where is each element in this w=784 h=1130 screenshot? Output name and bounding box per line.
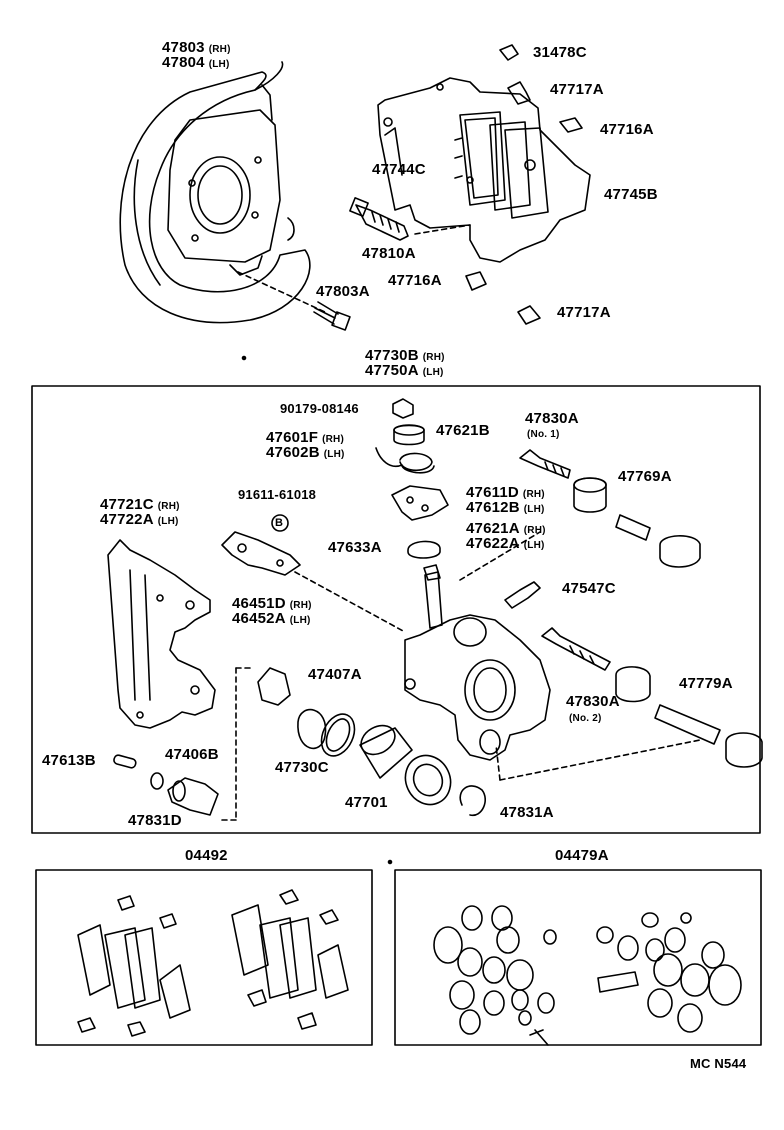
bracket-46451d-drawing (221, 531, 301, 576)
label-31478c: 31478C (533, 44, 587, 61)
label-47722a: 47722A(LH) (100, 511, 179, 528)
label-47803: 47803(RH) (162, 39, 231, 56)
label-47613b: 47613B (42, 752, 96, 769)
label-47407a: 47407A (308, 666, 362, 683)
mark-b: B (275, 517, 284, 529)
label-47611d: 47611D(RH) (466, 484, 545, 501)
caliper-body-drawing (404, 614, 551, 761)
kit-04492-border (35, 869, 373, 1046)
label-47769a: 47769A (618, 468, 672, 485)
label-47831a: 47831A (500, 804, 554, 821)
pin-no2-drawing (541, 627, 763, 768)
label-04479a: 04479A (555, 847, 609, 864)
label-47716a-top: 47716A (600, 121, 654, 138)
label-47621b: 47621B (436, 422, 490, 439)
kit-04479a-drawing (433, 905, 742, 1046)
label-47830a-no1: 47830A (525, 410, 579, 427)
label-47750a: 47750A(LH) (365, 362, 444, 379)
label-04492: 04492 (185, 847, 228, 864)
kit-04479a-border (394, 869, 762, 1046)
small-parts-left-drawing (113, 754, 219, 816)
label-47830a-no2: 47830A (566, 693, 620, 710)
label-47717a-bottom: 47717A (557, 304, 611, 321)
label-47831d: 47831D (128, 812, 182, 829)
label-91611-61018: 91611-61018 (238, 487, 317, 502)
label-47601f: 47601F(RH) (266, 429, 344, 446)
label-47730c: 47730C (275, 759, 329, 776)
label-47701: 47701 (345, 794, 388, 811)
label-47622a: 47622A(LH) (466, 535, 545, 552)
label-47633a: 47633A (328, 539, 382, 556)
label-47717a-top: 47717A (550, 81, 604, 98)
label-47721c: 47721C(RH) (100, 496, 180, 513)
label-47804: 47804(LH) (162, 54, 230, 71)
label-47716a-bottom: 47716A (388, 272, 442, 289)
note-47830a-no2: (No. 2) (569, 713, 602, 724)
pin-no1-drawing (519, 449, 701, 568)
kit-04492-drawing (77, 889, 349, 1037)
label-46452a: 46452A(LH) (232, 610, 311, 627)
caliper-group-border (31, 385, 761, 834)
label-47602b: 47602B(LH) (266, 444, 345, 461)
note-47830a-no1: (No. 1) (527, 429, 560, 440)
label-47803a: 47803A (316, 283, 370, 300)
label-47547c: 47547C (562, 580, 616, 597)
label-47810a: 47810A (362, 245, 416, 262)
clips-drawing (349, 44, 583, 325)
label-47779a: 47779A (679, 675, 733, 692)
label-47406b: 47406B (165, 746, 219, 763)
dust-cover-drawing (119, 61, 311, 324)
upper-small-parts-drawing (375, 398, 449, 629)
label-47621a: 47621A(RH) (466, 520, 546, 537)
label-47745b: 47745B (604, 186, 658, 203)
caliper-mounting-drawing (107, 539, 216, 729)
piston-parts-drawing (219, 667, 486, 821)
sensor-47547c-drawing (504, 581, 541, 609)
pad-support-drawing (377, 77, 591, 263)
label-47744c: 47744C (372, 161, 426, 178)
label-47730b: 47730B(RH) (365, 347, 445, 364)
label-47612b: 47612B(LH) (466, 499, 545, 516)
bolt-47803a-drawing (313, 301, 351, 331)
footer-code: MC N544 (690, 1056, 747, 1071)
label-90179-08146: 90179-08146 (280, 401, 359, 416)
label-46451d: 46451D(RH) (232, 595, 312, 612)
